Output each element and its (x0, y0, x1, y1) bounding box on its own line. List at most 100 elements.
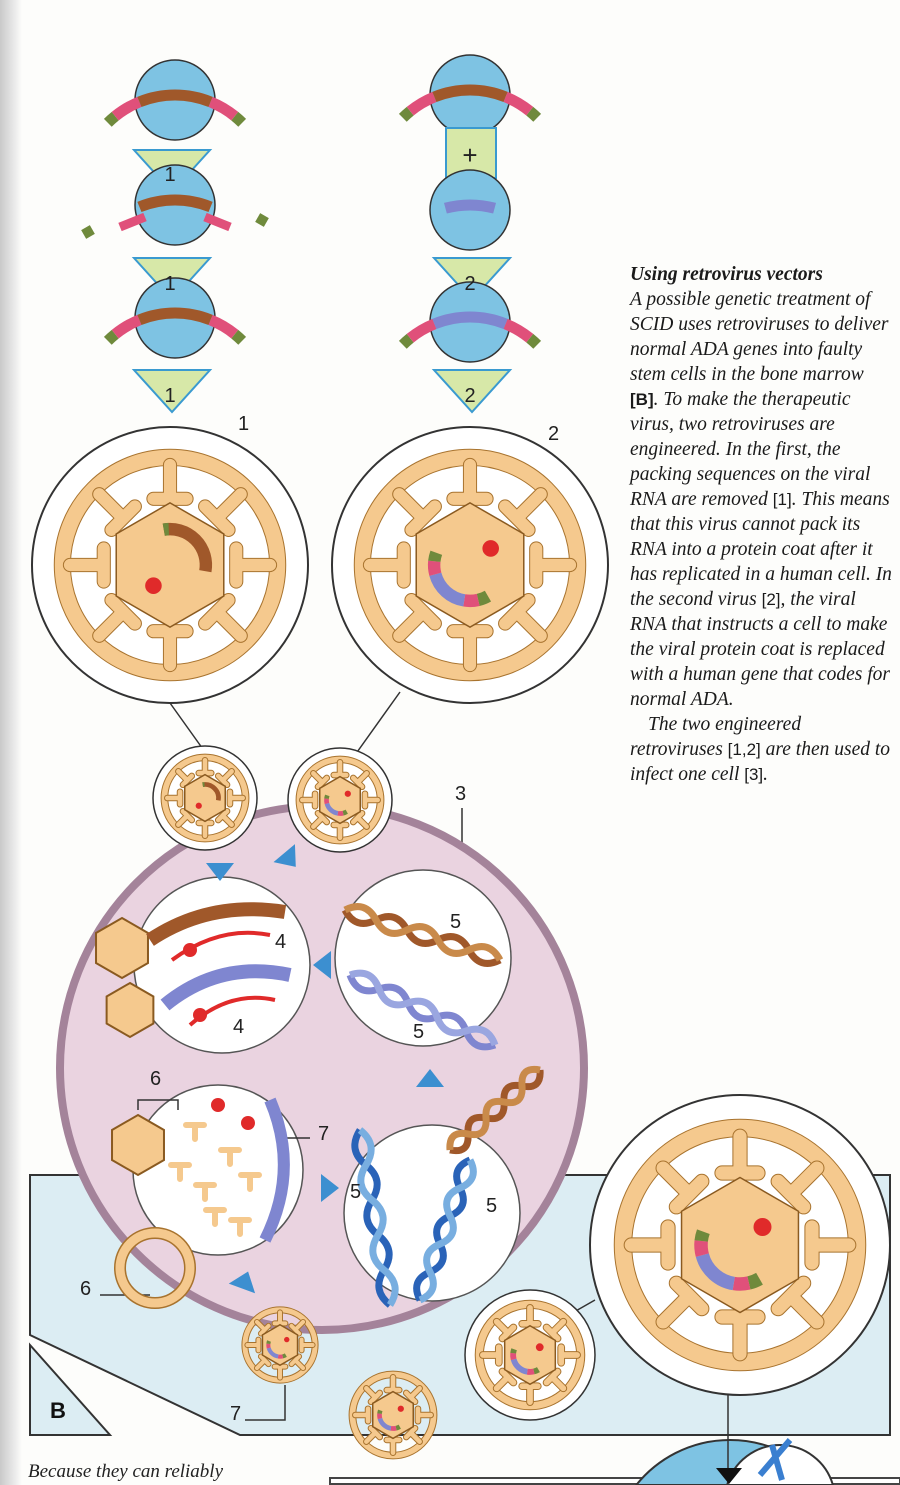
ada-gene (429, 572, 466, 607)
caption-paragraph-2: The two engineered retroviruses [1,2] ar… (630, 712, 895, 787)
process-arrow (313, 951, 331, 979)
packing-sequence (398, 106, 414, 122)
protein-spike (415, 1406, 433, 1424)
packing-sequence (533, 1367, 540, 1375)
protein-spike (519, 1383, 541, 1405)
protein-spike (176, 808, 195, 827)
protein-spike (353, 1406, 371, 1424)
enzyme-dot (753, 1218, 772, 1236)
caption-paragraph-1: A possible genetic treatment of SCID use… (630, 287, 895, 712)
protein-spike (93, 488, 141, 536)
coat-protein (238, 1172, 262, 1192)
ada-gene (510, 1358, 529, 1375)
label-tri-2b: 2 (464, 385, 475, 407)
caption-text: are then used to infect one cell (630, 739, 891, 785)
removed-end (118, 212, 147, 232)
ada-gene (377, 1417, 392, 1431)
coat-protein (228, 1217, 252, 1237)
enzyme-dot (397, 1405, 404, 1412)
protein-spike (393, 594, 441, 642)
chamber-integration (334, 869, 512, 1047)
label-step-6b: 6 (80, 1278, 91, 1300)
protein-spike (165, 789, 183, 807)
viral-rna (137, 89, 213, 108)
enzyme-dot (482, 540, 499, 557)
label-step-7b: 7 (230, 1403, 241, 1425)
dna-strand (341, 908, 502, 967)
ref-2: [2] (761, 590, 781, 609)
ada-gene (695, 1252, 736, 1291)
rna-end (208, 314, 239, 339)
packing-sequence (103, 329, 119, 345)
protein-spike (199, 594, 247, 642)
label-step-4a: 4 (275, 931, 286, 953)
protein-spike (63, 542, 110, 588)
label-tri-1c: 1 (164, 385, 175, 407)
protein-spike (299, 1337, 315, 1353)
coat-protein (168, 1162, 192, 1182)
ada-rna (259, 1097, 290, 1243)
protein-spike (311, 810, 330, 829)
caption-text: The two engineered retroviruses (630, 714, 802, 760)
rna-segment (510, 1352, 517, 1361)
packing-sequence (694, 1229, 710, 1242)
dna-arrow (170, 930, 271, 962)
rna-end (406, 318, 437, 343)
protein-spike (805, 1220, 856, 1270)
protein-spike (350, 771, 369, 790)
process-arrow (273, 844, 296, 867)
cell-2c (398, 281, 542, 363)
leader-line (245, 1385, 286, 1421)
packing-sequence (377, 1409, 383, 1414)
viral-rna (137, 307, 213, 326)
viral-rna (432, 84, 508, 103)
arrow-down-icon (716, 1468, 742, 1484)
coat-protein (218, 1147, 242, 1167)
protein-spike (363, 542, 410, 588)
protein-spike (656, 1161, 709, 1214)
viral-rna (432, 311, 508, 330)
label-tri-1a: 1 (164, 164, 175, 186)
rna-segment (427, 560, 442, 576)
viral-rna (202, 782, 221, 801)
protein-spike (715, 1310, 765, 1361)
protein-spike (558, 1344, 580, 1366)
label-tri-2a: 2 (464, 273, 475, 295)
virus-coat (614, 1119, 866, 1371)
label-step-6a: 6 (150, 1068, 161, 1090)
protein-spike (215, 769, 234, 788)
enzyme-dot (535, 1343, 544, 1352)
released-virus (348, 1370, 438, 1460)
protein-spike (272, 1364, 288, 1380)
protein-spike (403, 1386, 422, 1405)
dna-strand (446, 1065, 541, 1151)
protein-spike (543, 1318, 567, 1342)
protein-spike (771, 1276, 824, 1329)
body-text-fragment: Because they can reliably (28, 1461, 224, 1482)
label-step-5b: 5 (413, 1021, 424, 1043)
protein-spike (245, 1337, 261, 1353)
caption-text: A possible genetic treatment of SCID use… (630, 289, 889, 385)
process-arrow (228, 1271, 256, 1294)
enzyme-dot (284, 1336, 290, 1343)
protein-spike (254, 1354, 271, 1371)
protein-spike (196, 820, 214, 838)
protein-spike (311, 771, 330, 790)
dna-helix (446, 1065, 544, 1155)
packing-sequence (342, 809, 348, 816)
arrow-2b (431, 369, 513, 414)
process-arrow (206, 863, 234, 881)
protein-spike (499, 594, 547, 642)
dna-strand (357, 1127, 399, 1307)
caption-title: Using retrovirus vectors (630, 264, 823, 285)
label-step-5c: 5 (350, 1181, 361, 1203)
viral-rna (146, 902, 287, 946)
cell-1c (103, 277, 247, 359)
label-tri-1b: 1 (164, 273, 175, 295)
packing-sequence (162, 522, 170, 536)
dna-strand (346, 973, 497, 1051)
protein-spike (543, 1368, 567, 1392)
enzyme-dot (344, 790, 351, 797)
protein-spike (331, 760, 349, 778)
packing-sequence (324, 794, 330, 799)
